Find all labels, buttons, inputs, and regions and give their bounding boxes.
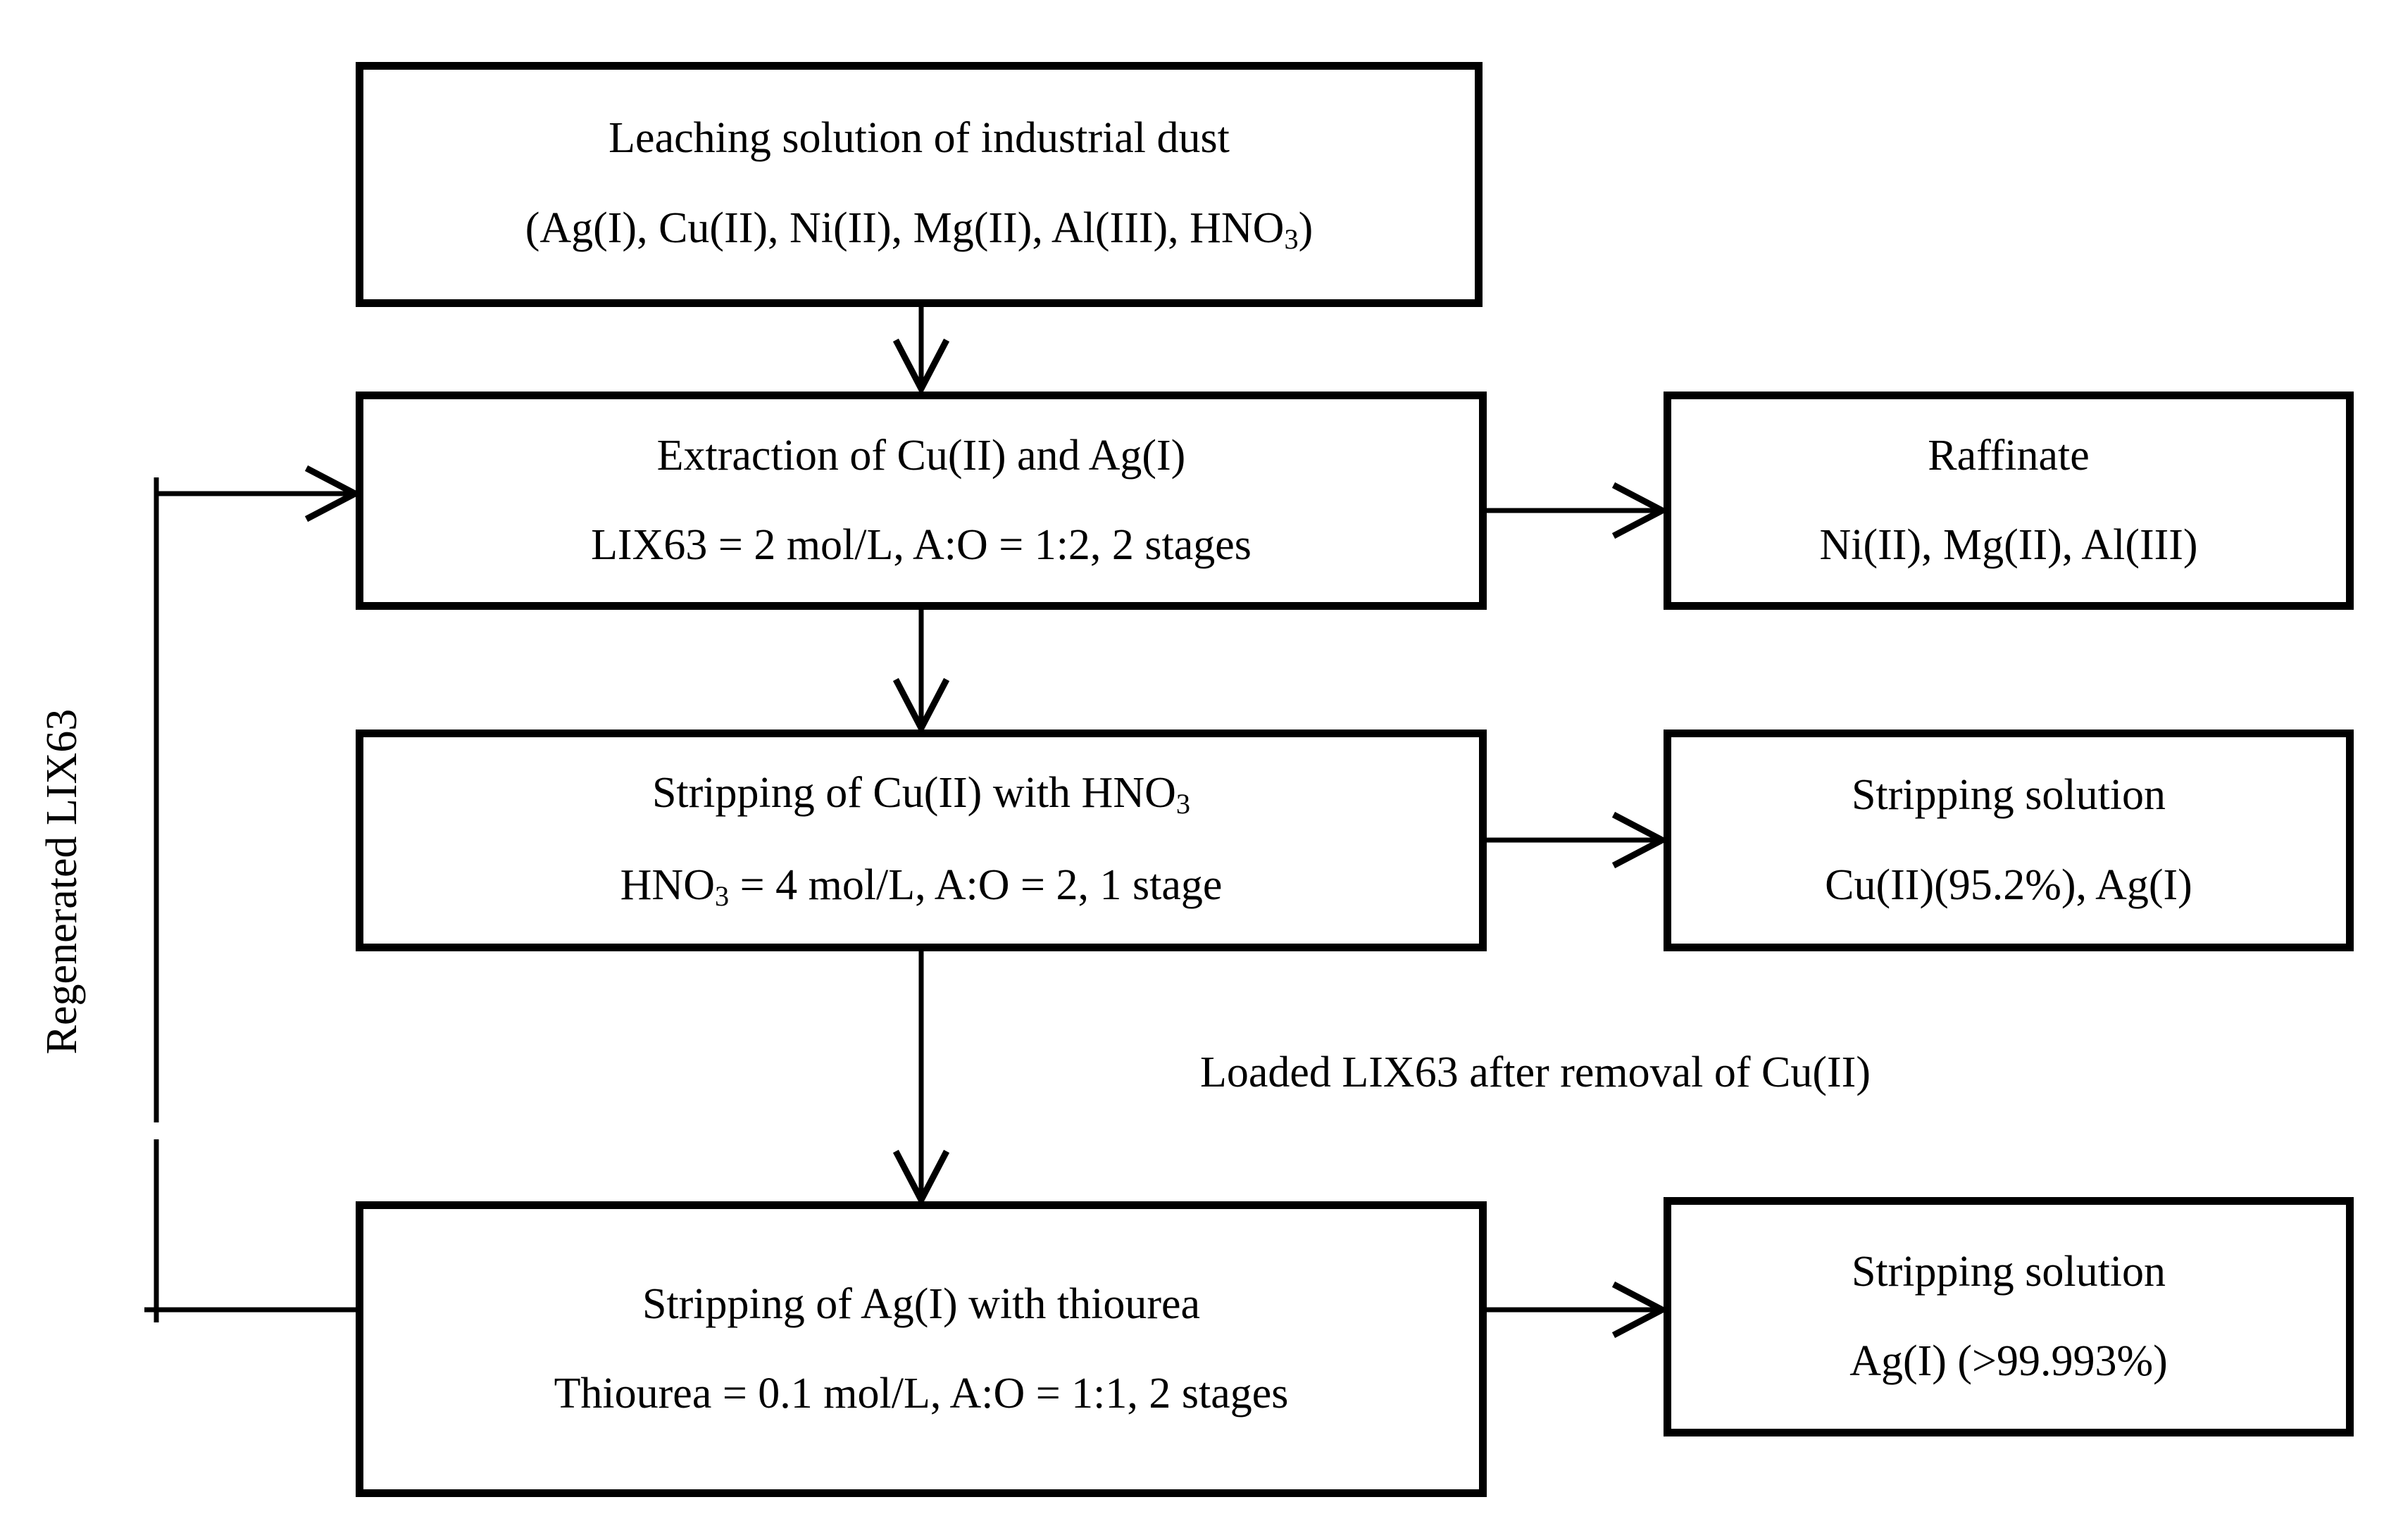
box-leaching-solution: Leaching solution of industrial dust (Ag… [356, 62, 1483, 307]
text-segment: HNO [620, 860, 715, 909]
arrow-extraction-to-strip-cu [892, 610, 950, 735]
arrowhead-right-icon [1611, 482, 1669, 539]
text-segment: ) [1298, 204, 1313, 252]
arrow-strip-cu-to-solution [1487, 811, 1669, 869]
box-stripping-solution-cu-line1: Stripping solution [1851, 771, 2166, 820]
box-stripping-cu-line1: Stripping of Cu(II) with HNO3 [363, 768, 1479, 820]
box-stripping-solution-cu: Stripping solution Cu(II)(95.2%), Ag(I) [1664, 730, 2354, 951]
feedback-regenerated-lix63-line [144, 465, 362, 1322]
arrow-strip-ag-to-solution [1487, 1281, 1669, 1339]
subscript-text: 3 [1284, 223, 1299, 255]
label-regenerated-lix63: Regenerated LIX63 [38, 708, 86, 1055]
box-raffinate-line1: Raffinate [1928, 431, 2090, 480]
box-extraction: Extraction of Cu(II) and Ag(I) LIX63 = 2… [356, 392, 1487, 610]
arrowhead-right-icon [1611, 811, 1669, 869]
box-stripping-ag-line2: Thiourea = 0.1 mol/L, A:O = 1:1, 2 stage… [554, 1370, 1289, 1417]
arrowhead-down-icon [892, 1149, 950, 1207]
arrowhead-right-icon [304, 465, 362, 522]
box-stripping-solution-ag: Stripping solution Ag(I) (>99.993%) [1664, 1197, 2354, 1436]
label-loaded-lix63: Loaded LIX63 after removal of Cu(II) [1200, 1048, 1871, 1096]
box-stripping-cu: Stripping of Cu(II) with HNO3 HNO3 = 4 m… [356, 730, 1487, 951]
box-stripping-solution-ag-line1: Stripping solution [1851, 1247, 2166, 1296]
subscript-text: 3 [714, 879, 730, 912]
box-stripping-solution-ag-line2: Ag(I) (>99.993%) [1849, 1337, 2168, 1385]
arrow-extraction-to-raffinate [1487, 482, 1669, 539]
box-stripping-cu-line2: HNO3 = 4 mol/L, A:O = 2, 1 stage [363, 860, 1479, 913]
text-segment: = 4 mol/L, A:O = 2, 1 stage [729, 860, 1223, 909]
box-raffinate-line2: Ni(II), Mg(II), Al(III) [1819, 521, 2198, 569]
arrowhead-right-icon [1611, 1281, 1669, 1339]
box-leaching-line1: Leaching solution of industrial dust [609, 114, 1230, 163]
box-raffinate: Raffinate Ni(II), Mg(II), Al(III) [1664, 392, 2354, 610]
box-stripping-solution-cu-line2: Cu(II)(95.2%), Ag(I) [1825, 860, 2192, 909]
text-segment: (Ag(I), Cu(II), Ni(II), Mg(II), Al(III),… [525, 204, 1285, 252]
subscript-text: 3 [1175, 788, 1191, 820]
text-segment: Stripping of Cu(II) with HNO [651, 769, 1176, 818]
arrow-strip-cu-to-strip-ag [892, 951, 950, 1207]
arrowhead-down-icon [892, 338, 950, 396]
box-extraction-line2: LIX63 = 2 mol/L, A:O = 1:2, 2 stages [591, 521, 1252, 569]
box-extraction-line1: Extraction of Cu(II) and Ag(I) [656, 431, 1186, 480]
box-stripping-ag: Stripping of Ag(I) with thiourea Thioure… [356, 1201, 1487, 1497]
box-leaching-line2: (Ag(I), Cu(II), Ni(II), Mg(II), Al(III),… [363, 204, 1475, 256]
box-stripping-ag-line1: Stripping of Ag(I) with thiourea [642, 1279, 1201, 1328]
arrow-leaching-to-extraction [892, 307, 950, 396]
arrowhead-down-icon [892, 677, 950, 735]
